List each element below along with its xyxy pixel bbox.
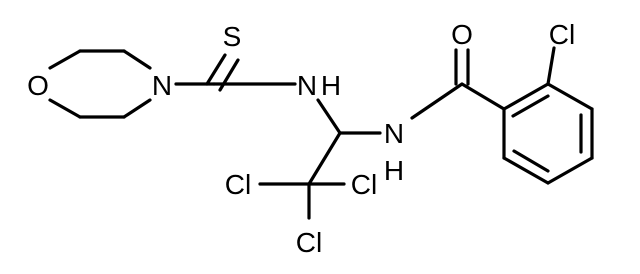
atom-ccl3-cl-bottom: Cl [296, 227, 322, 258]
bond-carbonyl-ring [460, 82, 506, 111]
atom-morpholine-o: O [27, 70, 49, 101]
bond-nh-ch [316, 98, 342, 135]
atom-thiourea-n: N [297, 70, 317, 101]
bond-ring-4 [546, 156, 594, 185]
atom-amide-h: H [384, 155, 404, 186]
bond-ring-inner-3 [512, 149, 550, 173]
atom-thiourea-h: H [321, 70, 341, 101]
bond-ring-2 [546, 82, 594, 111]
atom-morpholine-n: N [152, 70, 172, 101]
bond-ring-1 [502, 82, 550, 111]
bond-morpholine-n-c-bottom [122, 98, 152, 119]
atom-carbonyl-o: O [451, 19, 473, 50]
bond-ring-5 [502, 156, 550, 185]
bond-ring-inner-1 [511, 94, 550, 118]
atom-aryl-cl: Cl [549, 19, 575, 50]
bond-ring-cl [546, 46, 556, 86]
atom-amide-n: N [384, 118, 404, 149]
atom-ccl3-cl-right: Cl [351, 169, 377, 200]
bond-morpholine-o-c-top [48, 49, 82, 70]
bond-c-s-double-1 [205, 53, 227, 86]
atom-labels: S N O N H N H O Cl Cl Cl Cl [27, 19, 575, 258]
bond-morpholine-c-o-bottom [48, 98, 82, 119]
atom-thione-s: S [223, 21, 242, 52]
bond-ch-ccl3 [307, 131, 342, 186]
atom-ccl3-cl-left: Cl [225, 169, 251, 200]
bond-lines [48, 46, 594, 220]
bond-amide-nh-carbonyl [410, 82, 464, 120]
bond-morpholine-c-n-top [122, 49, 152, 70]
